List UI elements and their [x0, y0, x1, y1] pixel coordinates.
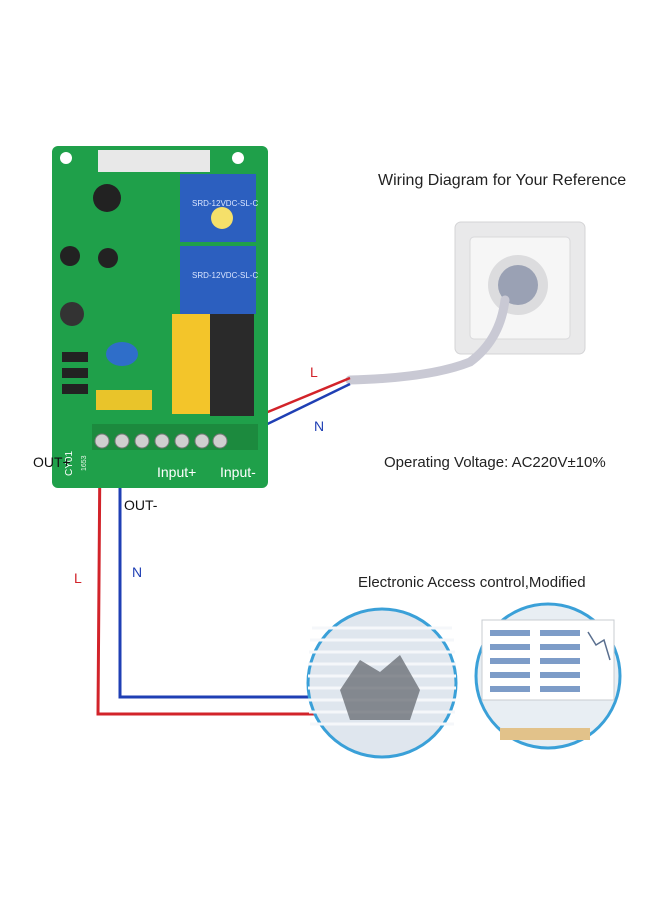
out-plus-terminal-label: OUT+ — [33, 454, 71, 470]
input-neutral-label: N — [314, 418, 325, 434]
output-live-wire — [96, 445, 332, 716]
output-neutral-wire — [118, 446, 330, 699]
monitor-display-photo — [474, 602, 622, 750]
diagram-title: Wiring Diagram for Your Reference — [378, 172, 627, 189]
window-blinds-photo — [306, 607, 458, 759]
pcb-relay-board-icon: SRD-12VDC-SL-C SRD-12VDC-SL-C CY01 1653 — [52, 146, 268, 488]
operating-voltage-label: Operating Voltage: AC220V±10% — [384, 454, 606, 471]
wall-socket-icon — [345, 221, 586, 385]
board-model-marking: CY01 — [64, 451, 75, 476]
out-minus-terminal-label: OUT- — [124, 497, 158, 513]
output-live-label: L — [74, 570, 82, 586]
relay-bottom-marking: SRD-12VDC-SL-C — [192, 271, 258, 280]
relay-top-marking: SRD-12VDC-SL-C — [192, 199, 258, 208]
access-control-label: Electronic Access control,Modified — [358, 574, 586, 591]
output-neutral-label: N — [132, 564, 143, 580]
board-code-marking: 1653 — [81, 455, 88, 471]
input-live-label: L — [310, 364, 318, 380]
input-minus-terminal-label: Input- — [220, 464, 256, 480]
input-plus-terminal-label: Input+ — [157, 464, 197, 480]
